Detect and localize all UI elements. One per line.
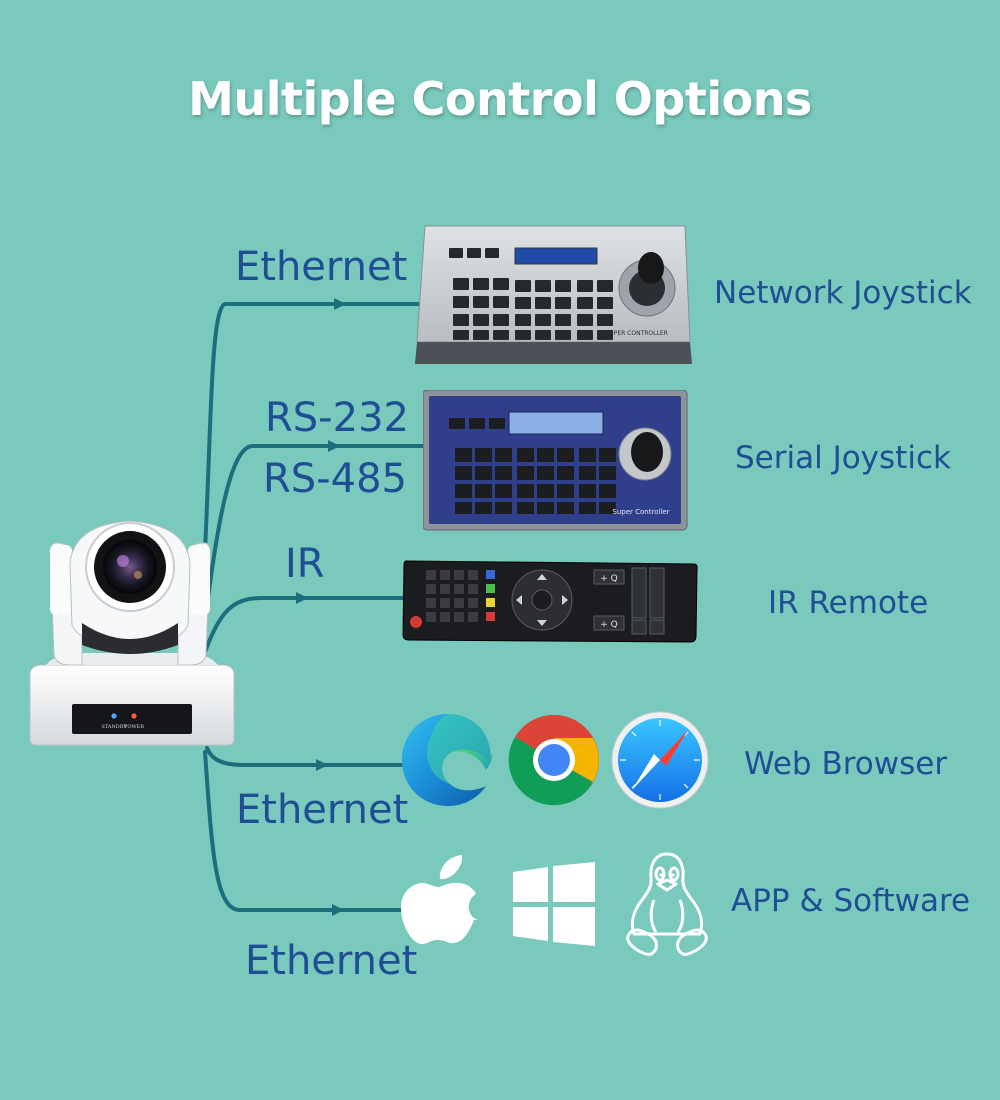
label-serial-joystick: Serial Joystick (735, 440, 951, 476)
joystick-knob (638, 252, 664, 284)
line-ir (203, 596, 407, 654)
label-ir: IR (285, 541, 325, 587)
power-label: POWER (124, 724, 144, 730)
arrow-ir (296, 592, 308, 604)
safari-browser-icon (611, 711, 709, 809)
label-app-software: APP & Software (731, 883, 971, 919)
standby-label: STANDBY (101, 724, 127, 730)
power-led (131, 713, 137, 719)
svg-text:+ Q: + Q (600, 574, 618, 584)
serial-controller-brand: Super Controller (612, 508, 669, 516)
arrow-app (332, 904, 344, 916)
label-ethernet-network: Ethernet (235, 244, 408, 290)
chrome-browser-icon (508, 714, 599, 806)
lcd-screen (514, 247, 598, 265)
svg-text:+ Q: + Q (600, 620, 618, 630)
standby-led (111, 713, 117, 719)
linux-tux-icon (626, 852, 708, 956)
serial-joystick-knob (631, 432, 663, 472)
serial-lcd-screen (508, 411, 604, 435)
label-network-joystick: Network Joystick (714, 275, 972, 311)
label-ir-remote: IR Remote (768, 585, 929, 621)
camera-lens (103, 540, 157, 594)
apple-icon (400, 855, 478, 944)
ptz-camera: STANDBY POWER (29, 520, 235, 746)
label-rs232: RS-232 (265, 395, 409, 441)
label-rs485: RS-485 (263, 456, 407, 502)
label-web-browser: Web Browser (744, 746, 948, 782)
windows-icon (513, 862, 595, 946)
arrow-serial (328, 440, 340, 452)
remote-power-button (410, 616, 422, 628)
network-controller-brand: IP SUPER CONTROLLER (598, 330, 668, 337)
network-joystick-controller: IP SUPER CONTROLLER (415, 225, 692, 364)
label-ethernet-web: Ethernet (236, 787, 409, 833)
arrow-ethernet-network (334, 298, 346, 310)
arrow-web (316, 759, 328, 771)
label-ethernet-app: Ethernet (245, 938, 418, 984)
edge-browser-icon (402, 714, 493, 806)
line-app (203, 750, 407, 912)
serial-joystick-controller: Super Controller (423, 390, 688, 531)
page-title: Multiple Control Options (188, 72, 812, 126)
ir-remote-control: + Q + Q (402, 560, 698, 643)
line-web (205, 746, 404, 767)
